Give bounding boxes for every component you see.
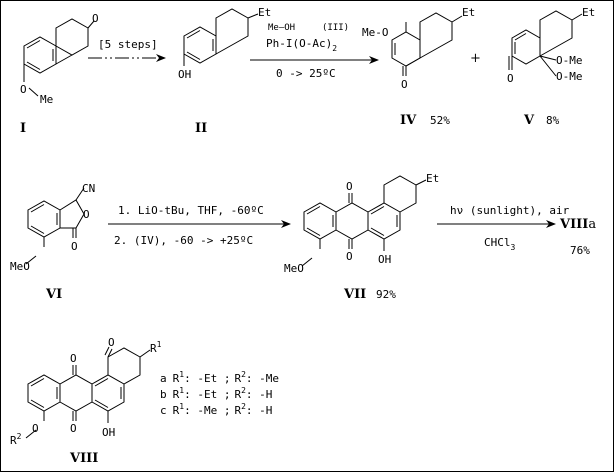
plus-sign: + bbox=[470, 51, 481, 66]
hydroxyl-label: OH bbox=[378, 253, 391, 266]
step1-label: [5 steps] bbox=[98, 38, 158, 51]
R1-label: R1 bbox=[150, 340, 162, 355]
compound-label-VIII: VIII bbox=[69, 451, 98, 466]
step2-conditions: 0 -> 25ºC bbox=[276, 67, 336, 80]
methoxy-label-1: O-Me bbox=[556, 54, 583, 67]
quinone-O-top: O bbox=[346, 180, 353, 193]
compound-label-VII: VII bbox=[343, 287, 366, 302]
methoxy-label: MeO bbox=[10, 260, 30, 273]
step3-line1: 1. LiO-tBu, THF, -60ºC bbox=[118, 204, 264, 217]
compound-label-I: I bbox=[20, 121, 26, 136]
R2-label: R2 bbox=[10, 432, 22, 447]
compound-I: O O Me I bbox=[20, 12, 99, 136]
quinone-O-top: O bbox=[70, 352, 77, 365]
step3-line2: 2. (IV), -60 -> +25ºC bbox=[114, 234, 253, 247]
reaction-arrow-1: [5 steps] bbox=[88, 38, 166, 62]
product-VIIIa: VIIIa bbox=[559, 217, 596, 232]
yield-V: 8% bbox=[546, 114, 560, 127]
ketone-O: O bbox=[108, 336, 115, 349]
ketone-O: O bbox=[92, 12, 99, 25]
ethyl-label: Et bbox=[258, 6, 271, 19]
compound-label-IV: IV bbox=[400, 113, 417, 128]
methoxy-label: Me-O bbox=[362, 26, 389, 39]
ethyl-label: Et bbox=[582, 6, 595, 19]
reagent-PIDA: Ph-I(O-Ac)2 bbox=[266, 37, 337, 53]
methyl-label: Me bbox=[40, 93, 53, 106]
yield-VII: 92% bbox=[376, 288, 396, 301]
compound-V: Et O-Me O-Me O V 8% bbox=[507, 6, 595, 128]
ethyl-label: Et bbox=[462, 6, 475, 19]
compound-IV: Et Me-O O IV 52% bbox=[362, 6, 475, 128]
ketone-O: O bbox=[401, 78, 408, 91]
ring-oxygen: O bbox=[83, 208, 90, 221]
compound-II: Et OH II bbox=[178, 6, 271, 136]
hydroxyl-label: OH bbox=[102, 426, 115, 439]
ether-O: O bbox=[32, 422, 39, 435]
compound-VI: CN O O MeO VI bbox=[10, 182, 95, 302]
reagent-methanol: Me—OH bbox=[268, 23, 295, 33]
compound-label-II: II bbox=[195, 121, 207, 136]
compound-VII: Et O O OH MeO VII 92% bbox=[284, 172, 439, 302]
quinone-O-bottom: O bbox=[70, 422, 77, 435]
methoxy-label-2: O-Me bbox=[556, 70, 583, 83]
reaction-arrow-4: hν (sunlight), air CHCl3 VIIIa 76% bbox=[437, 204, 596, 257]
nitrile-label: CN bbox=[82, 182, 95, 195]
compound-label-V: V bbox=[523, 113, 535, 128]
ketone-O: O bbox=[507, 72, 514, 85]
methoxy-O: O bbox=[20, 83, 27, 96]
yield-VIIIa: 76% bbox=[570, 244, 590, 257]
methoxy-label: MeO bbox=[284, 262, 304, 275]
yield-IV: 52% bbox=[430, 114, 450, 127]
ethyl-label: Et bbox=[426, 172, 439, 185]
step4-solvent: CHCl3 bbox=[484, 236, 516, 252]
lactone-O: O bbox=[71, 240, 78, 253]
reagent-methanol-id: (III) bbox=[322, 23, 349, 33]
quinone-O-bottom: O bbox=[346, 250, 353, 263]
reaction-arrow-3: 1. LiO-tBu, THF, -60ºC 2. (IV), -60 -> +… bbox=[108, 204, 291, 247]
reaction-arrow-2: Me—OH (III) Ph-I(O-Ac)2 0 -> 25ºC bbox=[250, 23, 379, 80]
hydroxyl-label: OH bbox=[178, 68, 191, 81]
compound-VIII: O O O OH R1 R2 O VIII bbox=[10, 336, 162, 466]
compound-label-VI: VI bbox=[45, 287, 62, 302]
step4-above: hν (sunlight), air bbox=[450, 204, 570, 217]
